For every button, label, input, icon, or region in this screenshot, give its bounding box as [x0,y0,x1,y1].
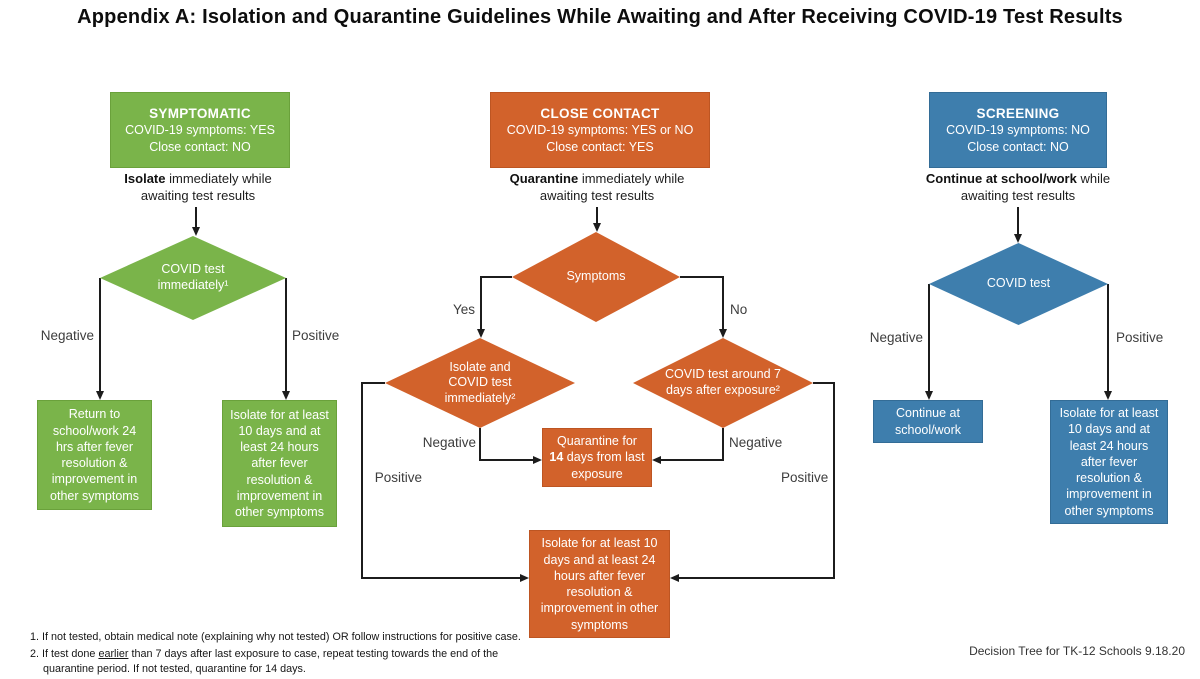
close-contact-header-line1: COVID-19 symptoms: YES or NO [506,123,694,138]
screening-header-line2: Close contact: NO [967,139,1069,154]
close-contact-edge-negative-left: Negative [422,435,476,450]
footnote-2-post: than 7 days after last exposure to case,… [43,648,499,675]
footnote-2: 2. If test done earlier than 7 days afte… [30,647,513,676]
screening-header-line1: COVID-19 symptoms: NO [946,123,1090,138]
screening-header-title: SCREENING [976,105,1060,121]
symptomatic-decision-label: COVID test immediately¹ [157,262,229,292]
footnote-2-pre: 2. If test done [30,648,99,660]
symptomatic-header-line2: Close contact: NO [149,139,251,154]
footnote-1: 1. If not tested, obtain medical note (e… [30,631,521,643]
screening-instruction-rest: while awaiting test results [960,171,1111,203]
screening-outcome-negative-box: Continue at school/work [873,400,983,443]
close-contact-quarantine-box: Quarantine for 14 days from last exposur… [542,428,652,487]
close-contact-edge-no: No [730,302,748,317]
symptomatic-outcome-negative-label: Return to school/work 24 hrs after fever… [50,407,139,503]
close-contact-edge-positive-left: Positive [374,470,422,485]
symptomatic-outcome-positive-box: Isolate for at least 10 days and at leas… [222,400,337,527]
close-contact-outcome-positive-box: Isolate for at least 10 days and at leas… [529,530,670,638]
close-contact-outcome-positive-label: Isolate for at least 10 days and at leas… [540,536,659,632]
arrow-closecontact-negative-right [652,428,723,464]
quarantine-text-bold: 14 [549,450,564,465]
symptomatic-outcome-negative-box: Return to school/work 24 hrs after fever… [37,400,152,510]
close-contact-instruction-bold: Quarantine [509,171,579,186]
close-contact-yes-decision-label: Isolate and COVID test immediately² [444,359,516,405]
close-contact-symptoms-diamond: Symptoms [512,232,680,322]
symptomatic-instruction: Isolate immediately while awaiting test … [100,171,296,205]
close-contact-instruction-rest: immediately while awaiting test results [539,171,685,203]
symptomatic-header-box: SYMPTOMATIC COVID-19 symptoms: YES Close… [110,92,290,168]
close-contact-yes-decision-diamond: Isolate and COVID test immediately² [385,338,575,428]
screening-outcome-positive-label: Isolate for at least 10 days and at leas… [1059,406,1159,518]
close-contact-header-line2: Close contact: YES [546,139,654,154]
screening-outcome-negative-label: Continue at school/work [895,406,961,437]
close-contact-edge-negative-right: Negative [729,435,783,450]
screening-instruction: Continue at school/work while awaiting t… [922,171,1114,205]
symptomatic-decision-diamond: COVID test immediately¹ [100,236,286,320]
symptomatic-instruction-bold: Isolate [124,171,166,186]
close-contact-instruction: Quarantine immediately while awaiting te… [509,171,685,205]
screening-edge-positive: Positive [1116,330,1164,345]
close-contact-no-decision-label: COVID test around 7 days after exposure² [664,367,782,397]
screening-outcome-positive-box: Isolate for at least 10 days and at leas… [1050,400,1168,524]
symptomatic-edge-positive: Positive [292,328,340,343]
symptomatic-edge-negative: Negative [40,328,94,343]
arrow-closecontact-negative-left [480,428,542,464]
footnote-2-underlined: earlier [98,648,129,660]
close-contact-quarantine-label: Quarantine for 14 days from last exposur… [549,433,645,482]
symptomatic-header-title: SYMPTOMATIC [149,105,251,121]
screening-instruction-bold: Continue at school/work [925,171,1077,186]
close-contact-header-title: CLOSE CONTACT [540,105,660,121]
symptomatic-header-line1: COVID-19 symptoms: YES [125,123,275,138]
symptomatic-outcome-positive-label: Isolate for at least 10 days and at leas… [230,407,329,520]
quarantine-text-pre: Quarantine for [557,434,637,449]
page-title: Appendix A: Isolation and Quarantine Gui… [77,6,1123,28]
arrow-closecontact-yes [477,277,512,338]
close-contact-edge-yes: Yes [452,302,475,317]
screening-decision-label: COVID test [986,276,1051,291]
close-contact-no-decision-diamond: COVID test around 7 days after exposure² [633,338,813,428]
close-contact-symptoms-label: Symptoms [566,269,626,284]
quarantine-text-post: days from last exposure [563,450,645,481]
screening-edge-negative: Negative [869,330,923,345]
screening-header-box: SCREENING COVID-19 symptoms: NO Close co… [929,92,1107,168]
arrow-closecontact-no [680,277,727,338]
credit-line: Decision Tree for TK-12 Schools 9.18.20 [969,644,1185,658]
symptomatic-instruction-rest: immediately while awaiting test results [140,171,272,203]
close-contact-header-box: CLOSE CONTACT COVID-19 symptoms: YES or … [490,92,710,168]
close-contact-edge-positive-right: Positive [781,470,829,485]
screening-decision-diamond: COVID test [929,243,1108,325]
